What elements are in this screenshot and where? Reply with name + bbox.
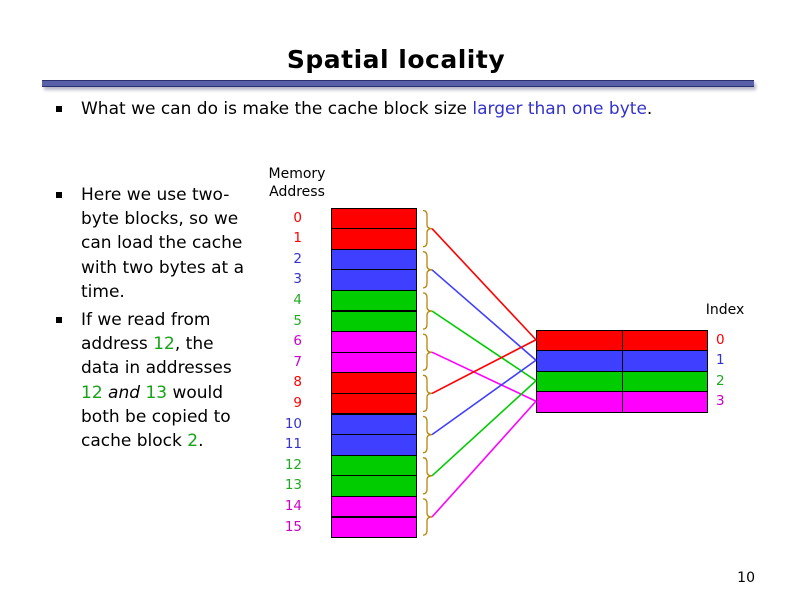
memory-address-label: 9 (293, 394, 302, 411)
highlight-address: 12 (153, 334, 175, 355)
cache-cell (622, 391, 708, 413)
memory-address-label: 7 (293, 353, 302, 370)
memory-address-label: 6 (293, 333, 302, 350)
cache-index-header: Index (705, 302, 745, 318)
bullet-text-end: . (646, 99, 653, 119)
cache-index-label: 2 (716, 372, 725, 389)
mapping-line (431, 351, 537, 402)
memory-address-label: 0 (293, 209, 302, 226)
cache-index-label: 0 (716, 331, 725, 348)
title-rule (42, 80, 754, 87)
mapping-line (431, 310, 537, 382)
mapping-line (431, 400, 537, 518)
italic-and: and (108, 382, 141, 403)
bullet-two-byte-blocks: Here we use two-byte blocks, so we can l… (56, 183, 256, 304)
mapping-line (431, 359, 537, 436)
highlight-address-12: 12 (81, 382, 103, 403)
memory-address-label: 11 (284, 436, 302, 453)
mapping-line (431, 228, 537, 341)
bullet-marker (56, 106, 62, 112)
memory-header-line2: Address (269, 184, 325, 200)
memory-address-label: 13 (284, 477, 302, 494)
memory-address-label: 10 (284, 415, 302, 432)
bullet-text: would both be copied to cache block (81, 382, 231, 452)
bullet-text-end: . (198, 431, 204, 452)
block-brace (422, 457, 433, 495)
memory-address-label: 12 (284, 456, 302, 473)
bullet-marker (56, 317, 62, 323)
block-brace (422, 333, 433, 371)
bullet-marker (56, 192, 62, 198)
memory-cell (331, 516, 417, 539)
block-brace (422, 374, 433, 413)
mapping-line (431, 380, 537, 477)
cache-index-label: 1 (716, 352, 725, 368)
mapping-line (431, 339, 537, 395)
block-brace (422, 415, 433, 454)
memory-address-label: 8 (293, 374, 302, 391)
bullet-text: What we can do is make the cache block s… (81, 99, 473, 119)
bullet-read-address-12: If we read from address 12, the data in … (56, 308, 256, 453)
highlight-address-13: 13 (145, 382, 168, 403)
memory-address-label: 5 (293, 312, 302, 329)
bullet-text: , the data in addresses (81, 334, 232, 379)
block-brace (422, 251, 433, 289)
memory-header-line1: Memory (268, 166, 326, 182)
mapping-line (431, 269, 537, 361)
bullet-block-size: What we can do is make the cache block s… (56, 97, 653, 121)
memory-address-label: 2 (293, 250, 302, 267)
block-brace (422, 498, 433, 536)
block-brace (422, 209, 433, 248)
memory-address-label: 14 (284, 497, 302, 514)
bullet-text: Here we use two-byte blocks, so we can l… (81, 185, 244, 302)
page-number: 10 (737, 570, 755, 586)
memory-address-header: Memory Address (260, 165, 334, 201)
highlight-cache-block: 2 (187, 431, 199, 452)
memory-address-label: 1 (293, 230, 302, 247)
memory-address-label: 4 (293, 291, 302, 308)
block-brace (422, 292, 433, 330)
cache-index-label: 3 (716, 393, 725, 409)
bullet-text: If we read from address (81, 310, 211, 355)
highlight-larger-than-one-byte: larger than one byte (472, 99, 647, 119)
memory-address-label: 3 (293, 271, 302, 288)
slide-title: Spatial locality (286, 45, 506, 74)
memory-address-label: 15 (284, 518, 302, 535)
